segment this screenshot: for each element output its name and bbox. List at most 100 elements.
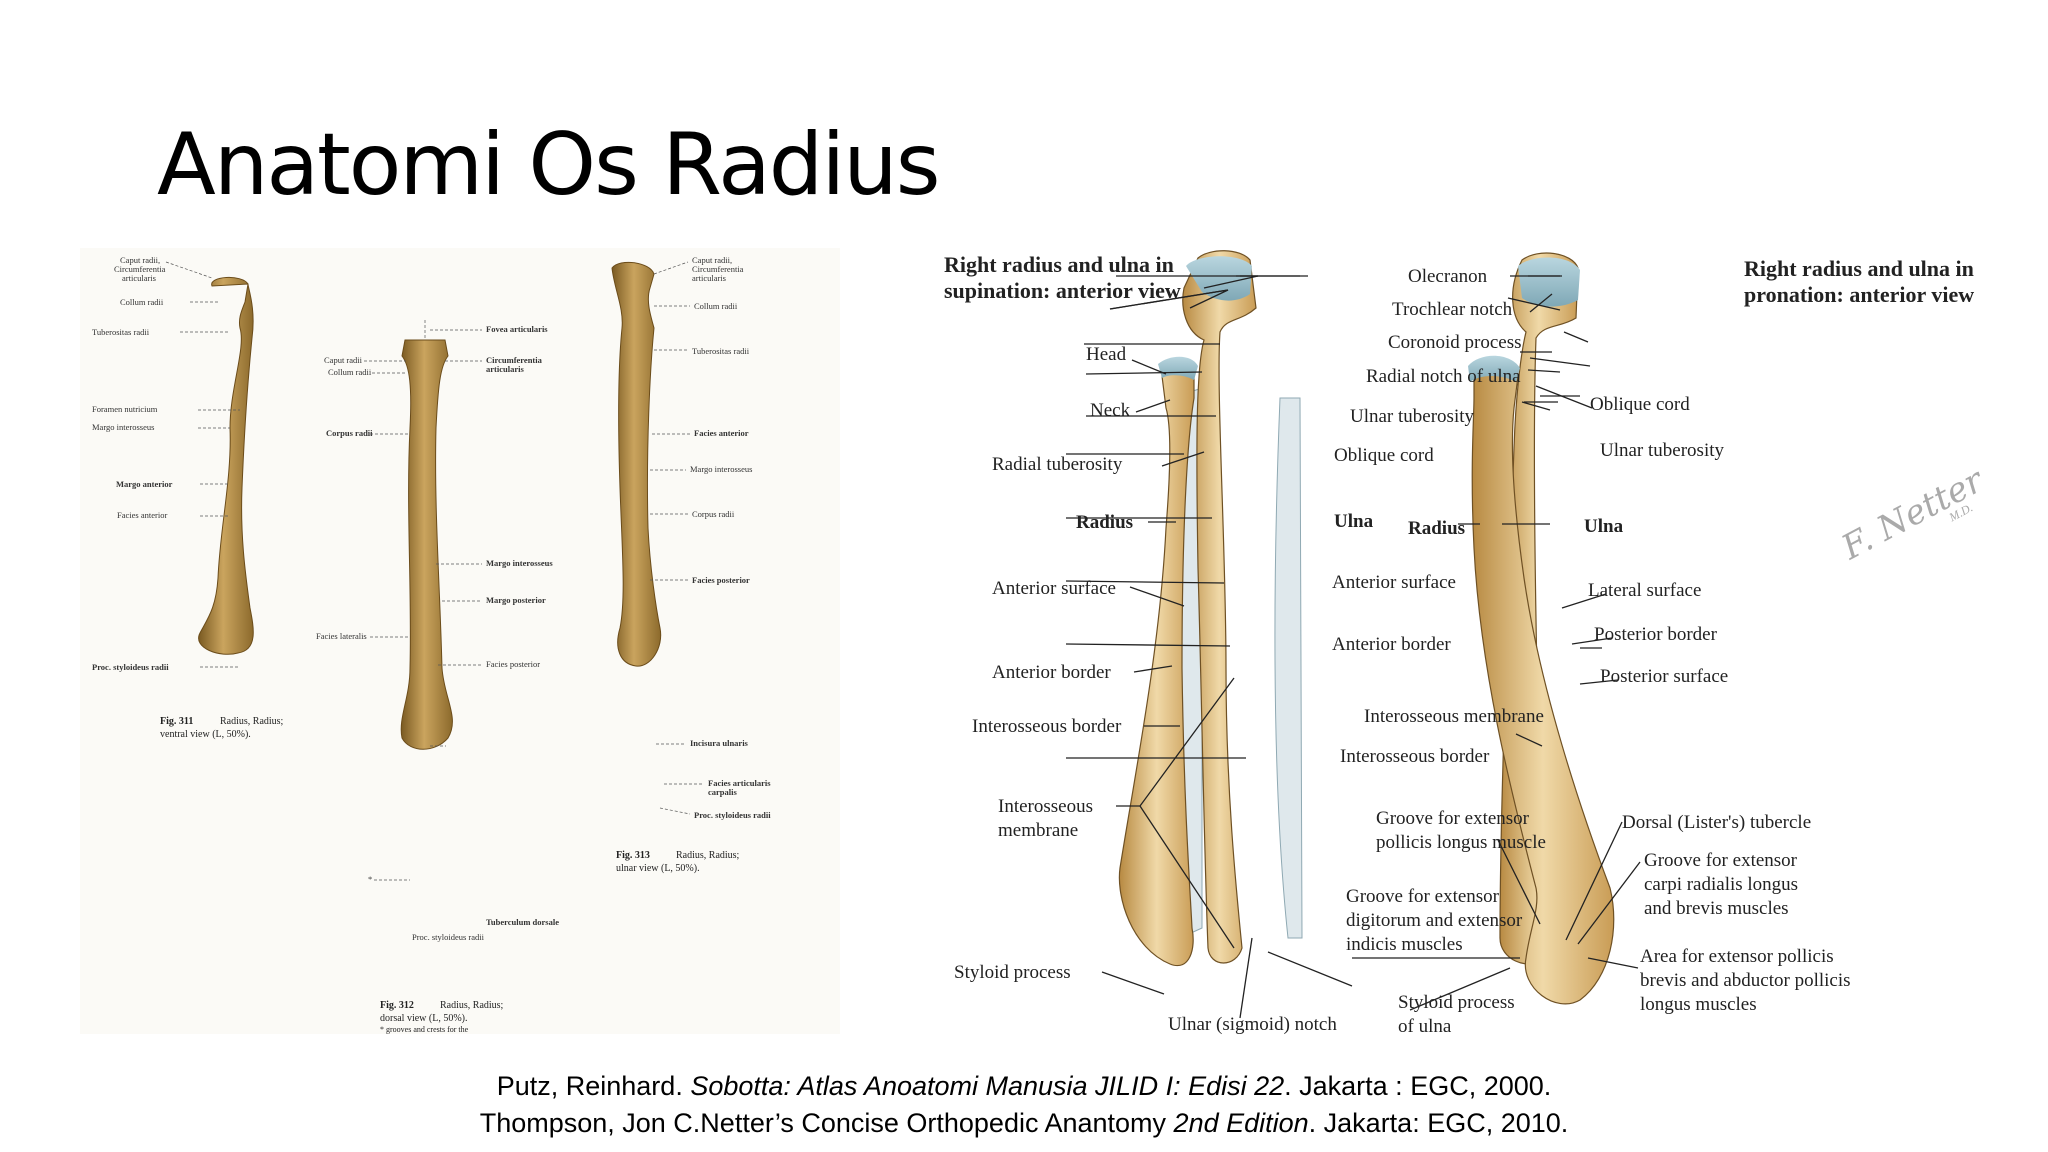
label-ulnar-sigmoid-notch: Ulnar (sigmoid) notch	[1168, 1014, 1337, 1035]
fig313-label: Facies posterior	[692, 575, 750, 585]
label-oblique-cord: Oblique cord	[1334, 445, 1434, 466]
label-lateral-surface: Lateral surface	[1588, 580, 1701, 601]
label-radial-notch-of-ulna: Radial notch of ulna	[1366, 366, 1521, 387]
fig311-label: Circumferentia	[114, 264, 166, 274]
fig312-label: Collum radii	[328, 367, 372, 377]
fig312-label: Caput radii	[324, 355, 363, 365]
supination-title-line1: Right radius and ulna in	[944, 252, 1174, 277]
label-interosseous-border-radius: Interosseous border	[972, 716, 1122, 737]
label-coronoid-process: Coronoid process	[1388, 332, 1522, 353]
netter-signature: F. Netter M.D.	[1835, 460, 1992, 569]
label-posterior-border: Posterior border	[1594, 624, 1718, 645]
fig313-label: Incisura ulnaris	[690, 738, 749, 748]
fig313-label: Margo interosseus	[690, 464, 752, 474]
fig312-label: Margo posterior	[486, 595, 546, 605]
label-groove-edi-3: indicis muscles	[1346, 934, 1463, 955]
reference-netter: Thompson, Jon C.Netter’s Concise Orthope…	[0, 1105, 2048, 1142]
label-groove-epl-2: pollicis longus muscle	[1376, 832, 1546, 853]
fig312-label: Facies posterior	[486, 659, 540, 669]
label-groove-edi-1: Groove for extensor	[1346, 886, 1500, 907]
label-neck: Neck	[1090, 400, 1131, 421]
label-olecranon: Olecranon	[1408, 266, 1488, 287]
label-styloid-process-ulna-1: Styloid process	[1398, 992, 1515, 1013]
label-ulnar-tuberosity-pronation: Ulnar tuberosity	[1600, 440, 1725, 461]
fig313-label: Collum radii	[694, 301, 738, 311]
sobotta-figure-panel: Caput radii, Circumferentia articularis …	[80, 248, 840, 1034]
radius-bone-pronation	[1471, 360, 1615, 1005]
label-interosseous-membrane-1: Interosseous	[998, 796, 1093, 817]
label-anterior-surface-radius: Anterior surface	[992, 578, 1116, 599]
fig313-caption-name: Radius, Radius;	[676, 850, 740, 861]
supination-title-line2: supination: anterior view	[944, 278, 1181, 303]
label-interosseous-membrane-2: membrane	[998, 820, 1078, 841]
interosseous-membrane-pronation	[1274, 397, 1303, 939]
label-styloid-process-radius: Styloid process	[954, 962, 1071, 983]
fig313-label: Caput radii,	[692, 255, 732, 265]
fig312-label: Circumferentia	[486, 355, 543, 365]
label-groove-ecrl-3: and brevis muscles	[1644, 898, 1789, 919]
fig311-label: Collum radii	[120, 297, 164, 307]
fig312-caption-view: dorsal view (L, 50%).	[380, 1013, 467, 1024]
fig312-label: Proc. styloideus radii	[412, 932, 485, 942]
fig312-label: Tuberculum dorsale	[486, 917, 559, 927]
fig312-label: *	[368, 874, 372, 884]
fig313-label: Proc. styloideus radii	[694, 810, 771, 820]
reference-sobotta: Putz, Reinhard. Sobotta: Atlas Anoatomi …	[0, 1068, 2048, 1105]
label-area-epb-3: longus muscles	[1640, 994, 1757, 1015]
label-groove-edi-2: digitorum and extensor	[1346, 910, 1523, 931]
label-radius-pronation: Radius	[1408, 518, 1465, 539]
label-anterior-surface: Anterior surface	[1332, 572, 1456, 593]
fig313-caption-view: ulnar view (L, 50%).	[616, 863, 700, 874]
label-trochlear-notch: Trochlear notch	[1392, 299, 1513, 320]
fig313-label: carpalis	[708, 787, 737, 797]
fig311-radius-bone	[198, 277, 254, 655]
ref2-publisher: . Jakarta: EGC, 2010.	[1308, 1108, 1569, 1138]
pronation-title-line2: pronation: anterior view	[1744, 282, 1974, 307]
fig311-label: Tuberositas radii	[92, 327, 150, 337]
ref1-title: Sobotta: Atlas Anoatomi Manusia JILID I:…	[690, 1071, 1285, 1101]
label-area-epb-1: Area for extensor pollicis	[1640, 946, 1834, 967]
sobotta-radius-illustration: Caput radii, Circumferentia articularis …	[92, 255, 771, 1034]
fig312-label: Fovea articularis	[486, 324, 548, 334]
references: Putz, Reinhard. Sobotta: Atlas Anoatomi …	[0, 1068, 2048, 1142]
label-groove-epl-1: Groove for extensor	[1376, 808, 1530, 829]
label-interosseous-border: Interosseous border	[1340, 746, 1490, 767]
fig311-label: Margo anterior	[116, 479, 173, 489]
fig311-caption-view: ventral view (L, 50%).	[160, 729, 251, 740]
label-ulna-pronation: Ulna	[1584, 516, 1624, 537]
label-radius-supination: Radius	[1076, 512, 1133, 533]
label-dorsal-listers-tubercle: Dorsal (Lister's) tubercle	[1622, 812, 1811, 833]
fig312-label: Corpus radii	[326, 428, 373, 438]
label-ulnar-tuberosity: Ulnar tuberosity	[1350, 406, 1475, 427]
fig313-caption-number: Fig. 313	[616, 850, 650, 861]
fig313-label: Circumferentia	[692, 264, 744, 274]
fig312-label: Facies lateralis	[316, 631, 367, 641]
fig312-caption-number: Fig. 312	[380, 1000, 414, 1011]
netter-radius-ulna-illustration: Right radius and ulna in supination: ant…	[944, 250, 1992, 1037]
fig311-caption-number: Fig. 311	[160, 716, 193, 727]
pronation-title-line1: Right radius and ulna in	[1744, 256, 1974, 281]
ulna-bone-supination	[1182, 250, 1257, 964]
ref2-author: Thompson, Jon C.Netter’s Concise Orthope…	[479, 1108, 1174, 1138]
radius-bone-supination	[1118, 359, 1195, 967]
fig312-label: articularis	[486, 364, 524, 374]
fig311-label: Facies anterior	[117, 510, 167, 520]
label-ulna: Ulna	[1334, 511, 1374, 532]
label-posterior-surface: Posterior surface	[1600, 666, 1728, 687]
fig311-label: Proc. styloideus radii	[92, 662, 169, 672]
fig311-label: Caput radii,	[120, 255, 160, 265]
ref1-author: Putz, Reinhard.	[496, 1071, 691, 1101]
label-interosseous-membrane: Interosseous membrane	[1364, 706, 1544, 727]
fig311-label: articularis	[122, 273, 156, 283]
fig313-label: Corpus radii	[692, 509, 735, 519]
ref2-edition: 2nd Edition	[1173, 1108, 1309, 1138]
ref1-publisher: . Jakarta : EGC, 2000.	[1284, 1071, 1552, 1101]
fig313-label: Facies articularis	[708, 778, 771, 788]
label-oblique-cord-pronation: Oblique cord	[1590, 394, 1690, 415]
label-styloid-process-ulna-2: of ulna	[1398, 1016, 1452, 1037]
fig313-label: Facies anterior	[694, 428, 749, 438]
fig312-caption-name: Radius, Radius;	[440, 1000, 504, 1011]
fig312-caption-note: * grooves and crests for the	[380, 1025, 469, 1034]
fig312-label: Margo interosseus	[486, 558, 553, 568]
fig313-label: Tuberositas radii	[692, 346, 750, 356]
